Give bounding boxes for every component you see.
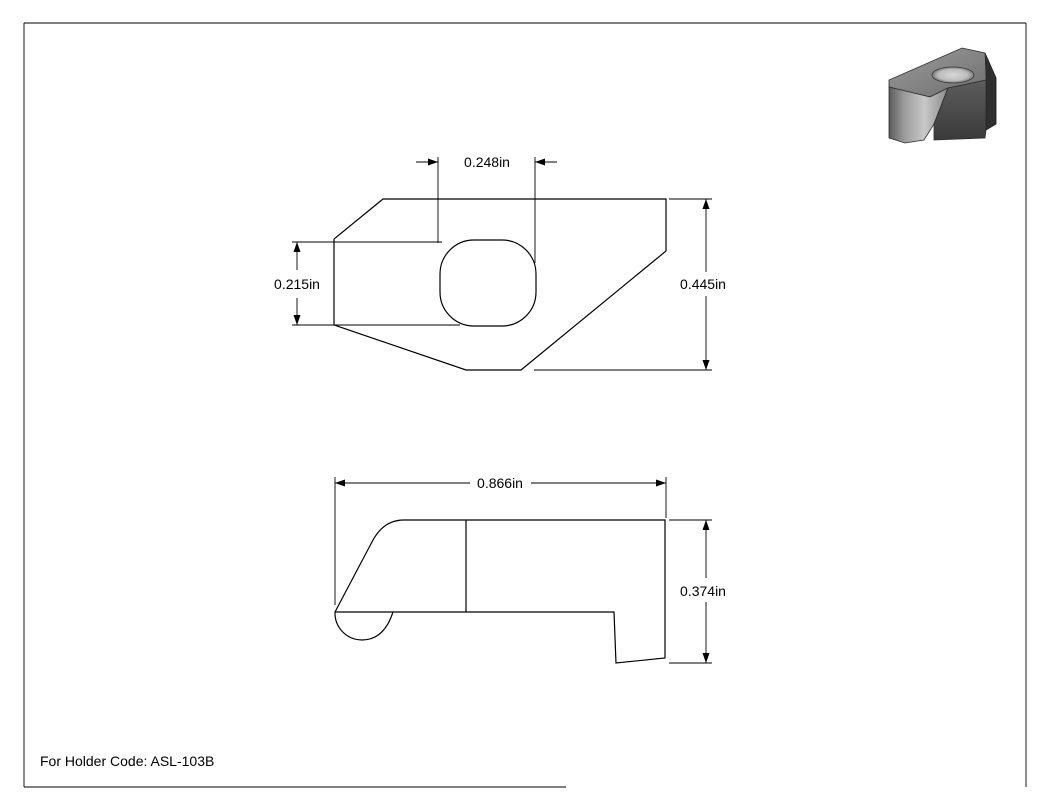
- sheet-border: [23, 22, 1027, 788]
- holder-code-label: For Holder Code: ASL-103B: [40, 753, 214, 769]
- dim-side-height: 0.374in: [669, 519, 726, 664]
- isometric-preview: [888, 47, 997, 144]
- dim-hole-height: 0.215in: [274, 241, 460, 326]
- dim-top-height: 0.445in: [534, 198, 726, 371]
- iso-front-face: [888, 86, 949, 144]
- dim-label-overall-length: 0.866in: [477, 475, 523, 491]
- side-view-outline: [334, 519, 666, 664]
- dim-label-side-height: 0.374in: [680, 583, 726, 599]
- dim-label-hole-height: 0.215in: [274, 276, 320, 292]
- iso-edge-face: [984, 52, 997, 131]
- dim-overall-length: 0.866in: [334, 475, 667, 605]
- dim-hole-width: 0.248in: [416, 154, 557, 263]
- top-view-hole: [439, 239, 537, 327]
- iso-hole: [931, 66, 975, 84]
- dim-label-hole-width: 0.248in: [464, 154, 510, 170]
- top-view-outline: [333, 198, 667, 371]
- side-view: 0.866in 0.374in: [334, 475, 726, 664]
- dim-label-top-height: 0.445in: [680, 276, 726, 292]
- top-view: 0.248in 0.215in 0.445in: [274, 154, 726, 371]
